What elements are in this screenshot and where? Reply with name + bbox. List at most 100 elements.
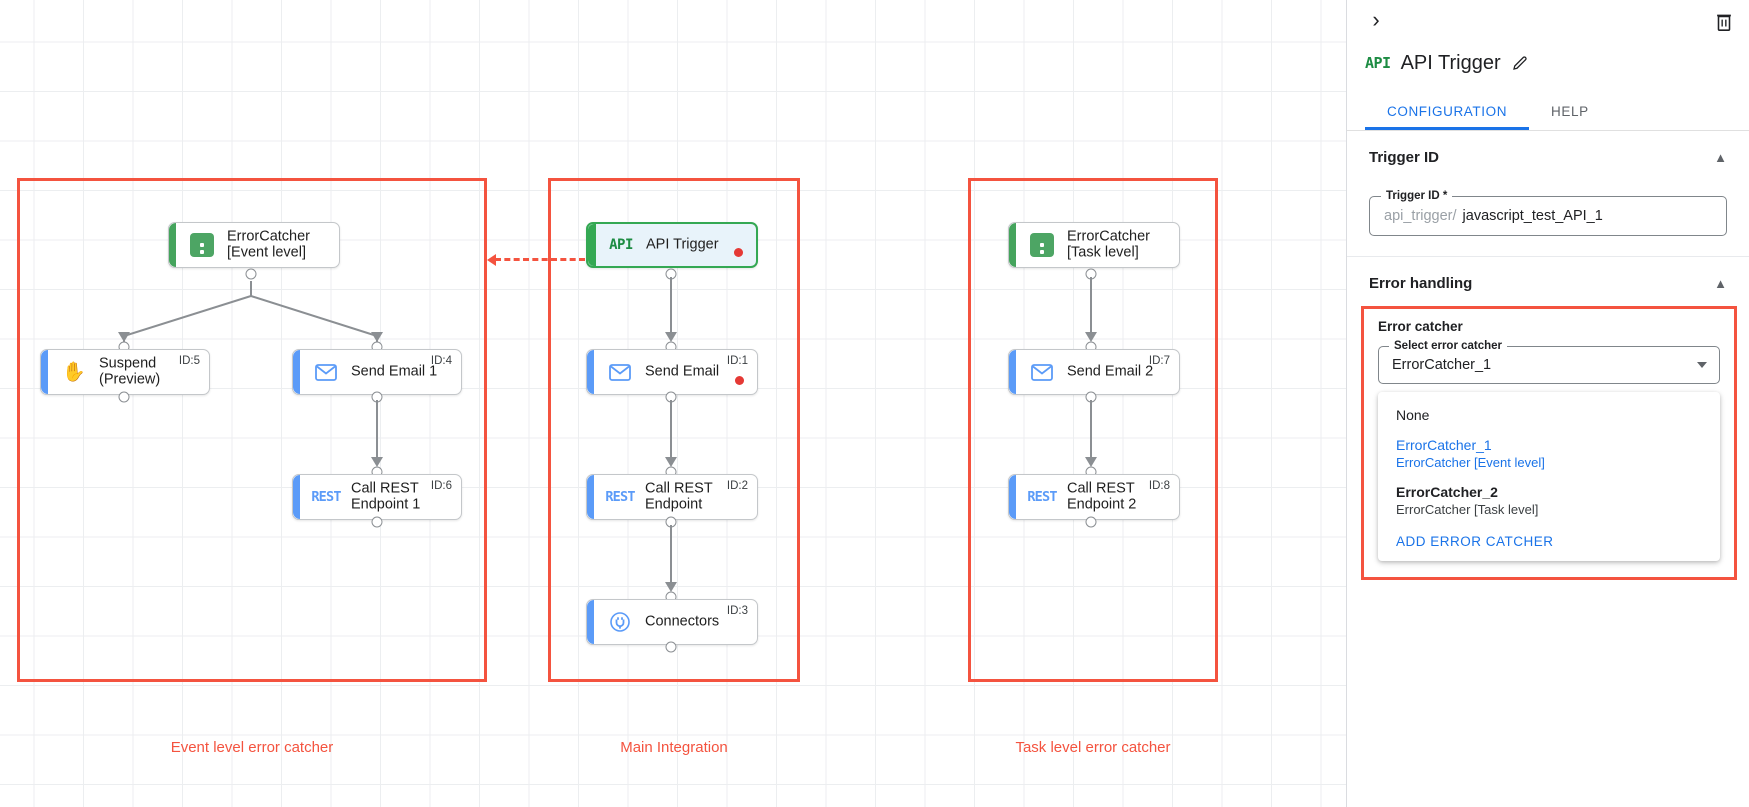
branch-connector-event: [123, 281, 378, 344]
tab-configuration[interactable]: CONFIGURATION: [1365, 94, 1529, 130]
dropdown-option-none[interactable]: None: [1378, 400, 1720, 430]
node-label: ErrorCatcher [Task level]: [1067, 228, 1150, 260]
group-label-main-integration: Main Integration: [620, 739, 728, 756]
node-call-rest-1[interactable]: REST Call REST Endpoint 1 ID:6: [292, 474, 462, 520]
node-label: Send Email 2: [1067, 363, 1154, 380]
add-error-catcher-button[interactable]: ADD ERROR CATCHER: [1396, 534, 1554, 549]
node-errorcatcher-event[interactable]: ErrorCatcher [Event level]: [168, 222, 340, 268]
arrow-to-send-email-1: [371, 332, 383, 342]
arrow-to-connectors: [665, 582, 677, 592]
chevron-up-icon[interactable]: ▲: [1714, 150, 1727, 165]
pencil-icon[interactable]: [1511, 54, 1529, 72]
group-frame-task-level[interactable]: [968, 178, 1218, 682]
edge-send-email-2-to-call-rest-2: [1090, 400, 1092, 460]
node-suspend-preview[interactable]: ✋ Suspend (Preview) ID:5: [40, 349, 210, 395]
hand-icon: ✋: [62, 361, 86, 383]
panel-title-row: API API Trigger: [1347, 44, 1749, 80]
chevron-right-icon[interactable]: ›: [1372, 7, 1380, 32]
option-secondary: ErrorCatcher [Task level]: [1396, 502, 1539, 517]
error-status-dot: [735, 376, 744, 385]
node-id-badge: ID:1: [726, 355, 748, 367]
port-out-call-rest-2[interactable]: [1085, 516, 1097, 528]
node-accent-stripe: [293, 350, 300, 394]
edge-call-rest-to-connectors: [670, 525, 672, 585]
node-id-badge: ID:3: [726, 605, 748, 617]
node-label: Call REST Endpoint: [645, 480, 713, 512]
dropdown-option-errorcatcher-2[interactable]: ErrorCatcher_2 ErrorCatcher [Task level]: [1378, 477, 1720, 524]
port-out-suspend[interactable]: [118, 391, 130, 403]
port-out-connectors[interactable]: [665, 641, 677, 653]
chevron-down-icon[interactable]: [1697, 362, 1707, 368]
select-error-catcher-value: ErrorCatcher_1: [1392, 357, 1492, 373]
properties-panel: › API API Trigger CONFIGURATION HEL: [1346, 0, 1749, 807]
node-label: Call REST Endpoint 1: [351, 480, 421, 512]
trigger-id-prefix: api_trigger/: [1384, 208, 1457, 224]
node-label: ErrorCatcher [Event level]: [227, 228, 310, 260]
rest-icon: REST: [605, 489, 635, 505]
node-send-email-2[interactable]: Send Email 2 ID:7: [1008, 349, 1180, 395]
connectors-icon: [607, 609, 633, 635]
node-id-badge: ID:6: [430, 480, 452, 492]
edge-api-trigger-to-send-email: [670, 277, 672, 335]
node-accent-stripe: [41, 350, 48, 394]
node-accent-stripe: [587, 600, 594, 644]
chevron-up-icon[interactable]: ▲: [1714, 276, 1727, 291]
node-accent-stripe: [1009, 350, 1016, 394]
node-id-badge: ID:7: [1148, 355, 1170, 367]
trigger-id-field-wrap: Trigger ID * api_trigger/ javascript_tes…: [1347, 180, 1749, 256]
group-label-event-level: Event level error catcher: [170, 739, 334, 756]
dropdown-option-errorcatcher-1[interactable]: ErrorCatcher_1 ErrorCatcher [Event level…: [1378, 430, 1720, 477]
error-catcher-dropdown[interactable]: None ErrorCatcher_1 ErrorCatcher [Event …: [1378, 392, 1720, 561]
api-icon: API: [609, 237, 633, 253]
select-error-catcher[interactable]: Select error catcher ErrorCatcher_1: [1378, 340, 1720, 384]
node-accent-stripe: [587, 350, 594, 394]
node-errorcatcher-task[interactable]: ErrorCatcher [Task level]: [1008, 222, 1180, 268]
error-catcher-caption: Error catcher: [1378, 319, 1463, 334]
node-accent-stripe: [1009, 475, 1016, 519]
node-call-rest[interactable]: REST Call REST Endpoint ID:2: [586, 474, 758, 520]
port-out-call-rest-1[interactable]: [371, 516, 383, 528]
error-catcher-highlight-region: Error catcher Select error catcher Error…: [1361, 306, 1737, 580]
node-api-trigger[interactable]: API API Trigger: [586, 222, 758, 268]
mail-icon: [1029, 359, 1055, 385]
select-error-catcher-label: Select error catcher: [1389, 340, 1508, 352]
trigger-id-field-label: Trigger ID *: [1381, 190, 1453, 202]
arrow-to-send-email-2: [1085, 332, 1097, 342]
node-id-badge: ID:4: [430, 355, 452, 367]
panel-topbar: ›: [1347, 0, 1749, 44]
tab-help[interactable]: HELP: [1551, 104, 1589, 119]
section-header-trigger-id[interactable]: Trigger ID ▲: [1347, 131, 1749, 180]
node-accent-stripe: [587, 475, 594, 519]
edge-errorcatcher-task-to-send-email-2: [1090, 277, 1092, 335]
trigger-id-value: javascript_test_API_1: [1462, 208, 1603, 224]
node-call-rest-2[interactable]: REST Call REST Endpoint 2 ID:8: [1008, 474, 1180, 520]
arrow-to-call-rest-2: [1085, 457, 1097, 467]
node-send-email[interactable]: Send Email ID:1: [586, 349, 758, 395]
section-title: Error handling: [1369, 275, 1473, 292]
trash-icon[interactable]: [1713, 10, 1735, 32]
section-header-error-handling[interactable]: Error handling ▲: [1347, 257, 1749, 306]
mail-icon: [313, 359, 339, 385]
node-label: Suspend (Preview): [99, 355, 161, 387]
node-send-email-1[interactable]: Send Email 1 ID:4: [292, 349, 462, 395]
node-accent-stripe: [293, 475, 300, 519]
group-frame-event-level[interactable]: [17, 178, 487, 682]
rest-icon: REST: [1027, 489, 1057, 505]
edge-send-email-1-to-call-rest-1: [376, 400, 378, 460]
node-id-badge: ID:5: [178, 355, 200, 367]
node-connectors[interactable]: Connectors ID:3: [586, 599, 758, 645]
arrow-to-send-email: [665, 332, 677, 342]
arrow-to-call-rest-1: [371, 457, 383, 467]
panel-tabs: CONFIGURATION HELP: [1347, 94, 1749, 131]
rest-icon: REST: [311, 489, 341, 505]
node-label: Call REST Endpoint 2: [1067, 480, 1137, 512]
port-out-errorcatcher-event[interactable]: [245, 268, 257, 280]
page-title: API Trigger: [1400, 51, 1501, 74]
error-catcher-icon: [189, 232, 215, 258]
node-accent-stripe: [1009, 223, 1016, 267]
group-frame-main-integration[interactable]: [548, 178, 800, 682]
trigger-id-input[interactable]: Trigger ID * api_trigger/ javascript_tes…: [1369, 190, 1727, 236]
flow-canvas[interactable]: Event level error catcher Main Integrati…: [0, 0, 1346, 807]
arrow-to-suspend: [118, 332, 130, 342]
